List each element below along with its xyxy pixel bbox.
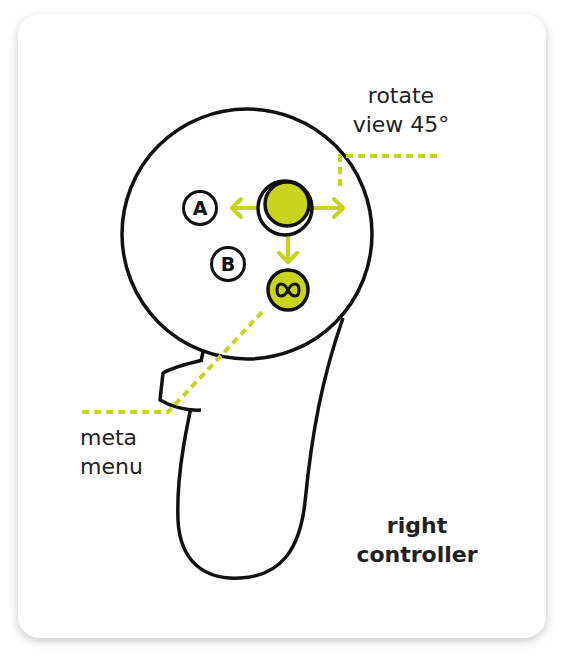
trigger <box>160 360 203 410</box>
controller-title: right controller <box>352 512 482 569</box>
thumbstick <box>265 182 309 226</box>
button-label: A <box>193 199 208 218</box>
meta-logo <box>277 284 299 296</box>
meta-button <box>268 270 308 310</box>
thumbstick-base <box>258 181 312 235</box>
controller-head <box>122 109 372 359</box>
leader-line <box>80 312 262 412</box>
card <box>18 14 546 638</box>
callout-label: meta menu <box>80 424 160 481</box>
leader-line <box>340 156 440 186</box>
button-circle: B <box>210 246 246 282</box>
button-circle: A <box>182 190 218 226</box>
button-label: B <box>221 255 235 274</box>
callout-label: rotate view 45° <box>345 82 457 139</box>
